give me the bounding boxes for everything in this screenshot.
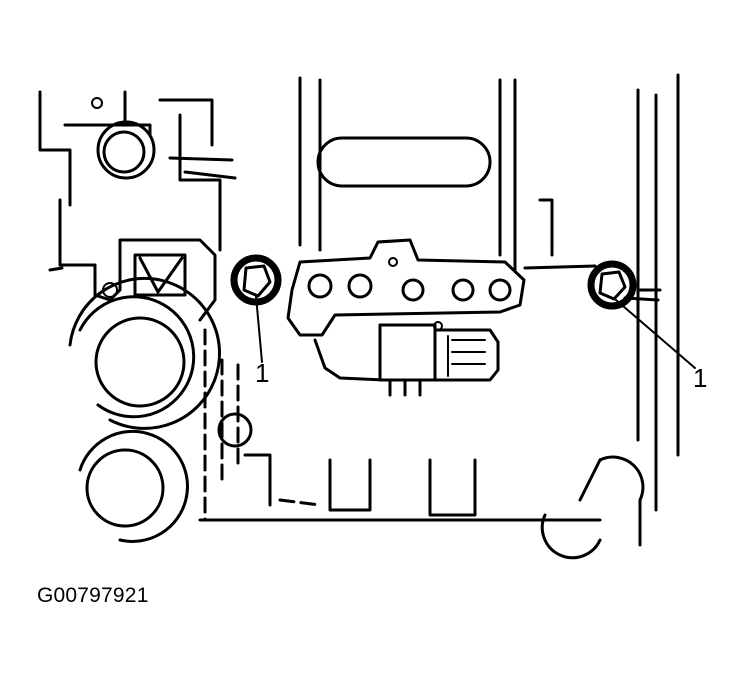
hidden-edges [203, 328, 322, 522]
housing-left [38, 90, 237, 322]
bore-lower [78, 430, 189, 543]
housing-right [623, 73, 680, 512]
figure-id-label: G00797921 [37, 584, 149, 607]
bolt-seal-right [587, 260, 637, 310]
housing-bottom [198, 455, 645, 560]
callout-left: 1 [255, 358, 269, 388]
callout-right: 1 [693, 363, 707, 393]
bore-middle [68, 276, 221, 430]
small-fitting [217, 412, 272, 507]
upper-rails [298, 76, 597, 272]
mounting-bracket [286, 238, 526, 337]
leader-lines [255, 295, 696, 369]
bore-upper [96, 120, 156, 180]
sensor-body [313, 321, 500, 397]
